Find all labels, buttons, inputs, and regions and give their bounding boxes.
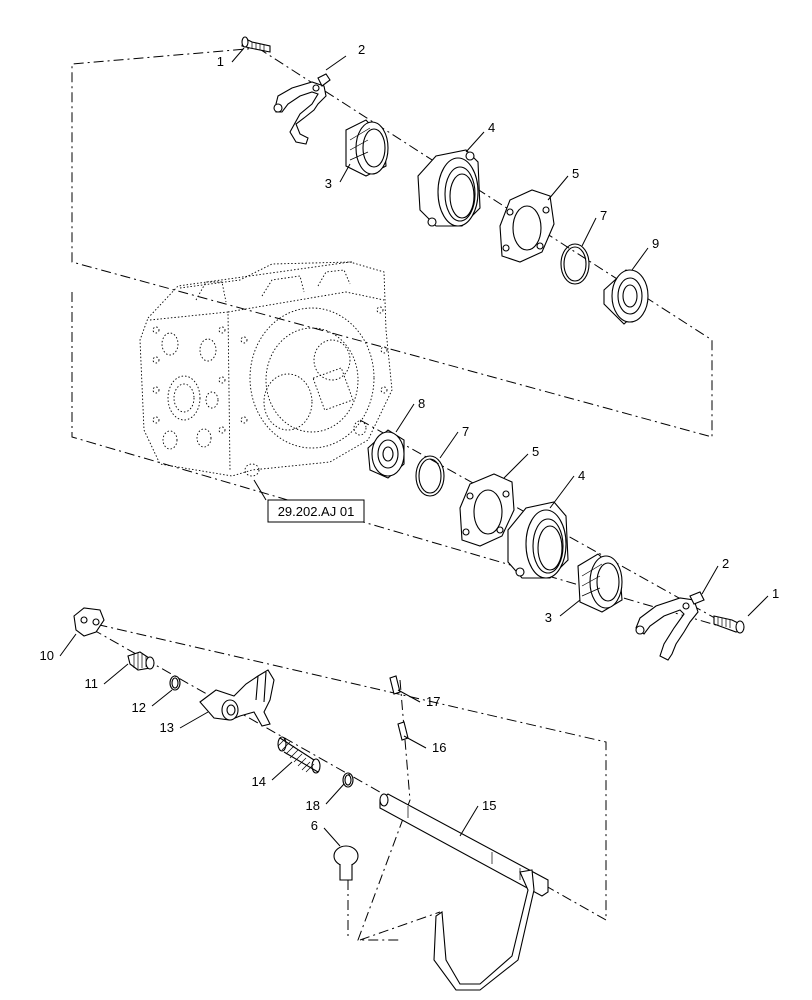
callout-8: 8 <box>418 396 425 411</box>
callout-18: 18 <box>306 798 320 813</box>
shift-selector <box>199 669 275 727</box>
callout-leaders <box>59 47 769 847</box>
retainer-plate-upper <box>499 189 555 263</box>
callout-2: 2 <box>358 42 365 57</box>
snap-ring-upper <box>560 243 590 285</box>
reference-label: 29.202.AJ 01 <box>278 504 355 519</box>
callout-4: 4 <box>488 120 495 135</box>
roll-pin-17 <box>389 675 401 695</box>
callout-14: 14 <box>252 774 266 789</box>
callout-7-lower: 7 <box>462 424 469 439</box>
retainer-plate-lower <box>459 473 515 547</box>
callout-13: 13 <box>160 720 174 735</box>
coupling-sleeve-lower <box>577 553 623 613</box>
callout-11: 11 <box>85 676 99 691</box>
bearing-housing-lower <box>507 501 569 579</box>
callout-1: 1 <box>217 54 224 69</box>
callout-2-lower: 2 <box>722 556 729 571</box>
bolt-upper <box>241 36 271 53</box>
callout-10: 10 <box>40 648 54 663</box>
circlip-12 <box>169 675 181 691</box>
callout-3: 3 <box>325 176 332 191</box>
callout-12: 12 <box>132 700 146 715</box>
callout-16: 16 <box>432 740 446 755</box>
ball-bearing-upper <box>603 269 649 325</box>
button-pin <box>333 845 359 881</box>
callout-17: 17 <box>426 694 440 709</box>
coupling-sleeve-upper <box>345 119 389 177</box>
shift-fork-lower <box>635 591 705 661</box>
callout-4-lower: 4 <box>578 468 585 483</box>
callout-15: 15 <box>482 798 496 813</box>
callout-3-lower: 3 <box>545 610 552 625</box>
callout-1-lower: 1 <box>772 586 779 601</box>
cover-plate <box>73 607 105 637</box>
ball-bearing-lower <box>367 429 405 479</box>
shift-fork-upper <box>273 73 331 145</box>
compression-spring <box>277 736 321 774</box>
reference-box[interactable]: 29.202.AJ 01 <box>267 499 365 523</box>
shift-rail <box>379 793 549 991</box>
callout-9: 9 <box>652 236 659 251</box>
callout-7: 7 <box>600 208 607 223</box>
callout-numbers: 1 2 3 4 5 7 9 8 7 5 4 2 1 3 10 11 12 13 … <box>40 42 780 833</box>
callout-6: 6 <box>311 818 318 833</box>
detent-plunger <box>127 651 155 671</box>
circlip-18 <box>342 772 354 788</box>
snap-ring-lower <box>415 455 445 497</box>
transmission-housing <box>139 261 393 477</box>
bearing-housing-upper <box>417 149 481 227</box>
bolt-lower <box>713 615 745 634</box>
callout-5-lower: 5 <box>532 444 539 459</box>
callout-5: 5 <box>572 166 579 181</box>
